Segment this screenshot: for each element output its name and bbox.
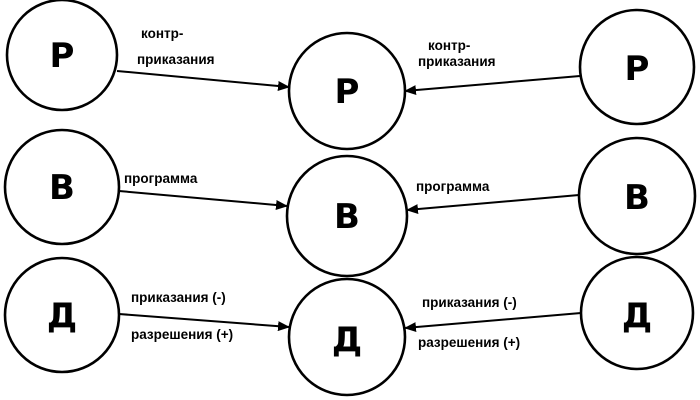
- edge-right-top-label-line2: приказания: [418, 54, 496, 69]
- edge-right-bottom-lower-label: разрешения (+): [418, 335, 520, 350]
- node-center-parent: Р: [287, 31, 407, 151]
- edge-left-middle-arrow: [118, 190, 288, 211]
- edge-right-top-label-line1: контр-: [428, 38, 470, 53]
- edge-right-top-arrow: [404, 75, 581, 96]
- edge-left-top-arrow: [116, 70, 290, 91]
- node-right-parent: Р: [578, 8, 696, 126]
- node-right-child: Д: [579, 255, 695, 371]
- edge-left-top-label-line1: контр-: [141, 26, 183, 41]
- node-center-parent-label: Р: [335, 72, 360, 112]
- node-center-child: Д: [287, 277, 407, 397]
- node-right-parent-label: Р: [625, 49, 650, 89]
- edge-left-bottom-arrow: [118, 313, 290, 332]
- node-left-child-label: Д: [47, 296, 77, 336]
- node-right-adult: В: [577, 136, 697, 256]
- node-left-child: Д: [3, 256, 121, 374]
- edge-left-bottom-lower-label: разрешения (+): [131, 327, 233, 342]
- node-center-adult: В: [285, 154, 409, 278]
- edge-left-top-label-line2: приказания: [137, 52, 215, 67]
- edge-right-bottom-upper-label: приказания (-): [422, 295, 517, 310]
- node-center-child-label: Д: [332, 320, 362, 360]
- edge-left-middle-label: программа: [124, 171, 198, 186]
- node-left-parent-label: Р: [50, 36, 75, 76]
- node-right-child-label: Д: [622, 296, 652, 336]
- node-left-adult-label: В: [49, 168, 75, 208]
- node-left-adult: В: [3, 128, 121, 246]
- node-left-parent: Р: [5, 0, 119, 112]
- edge-right-bottom-arrow: [404, 312, 582, 333]
- edge-left-bottom-upper-label: приказания (-): [131, 290, 226, 305]
- node-center-adult-label: В: [334, 197, 360, 237]
- edge-right-middle-arrow: [406, 194, 580, 215]
- node-right-adult-label: В: [624, 178, 650, 218]
- edge-right-middle-label: программа: [416, 179, 490, 194]
